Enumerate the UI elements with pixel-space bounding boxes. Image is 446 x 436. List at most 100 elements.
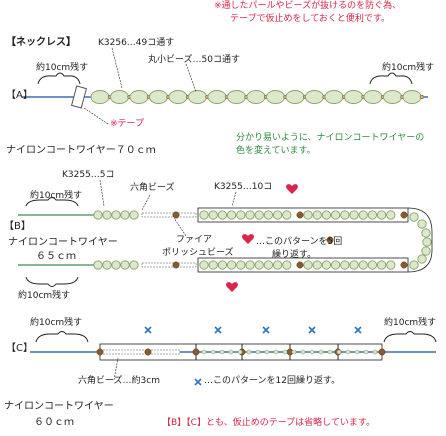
label-k3256: K3256…49コ通す — [98, 38, 175, 48]
color-note-line1: 分かり易いように、ナイロンコートワイヤーの — [236, 133, 425, 143]
pearl-bead — [93, 210, 103, 220]
pearl-bead — [303, 210, 313, 220]
bracket-b-upper — [25, 197, 79, 207]
pearl-bead — [282, 260, 292, 270]
bracket-b-lower — [25, 276, 79, 287]
pearl-bead — [226, 260, 237, 270]
pearl-bead — [421, 228, 431, 238]
fire-polish-bead — [400, 211, 408, 219]
heart-icon — [286, 184, 298, 194]
label-c-right-10cm: 約10cm残す — [384, 318, 437, 328]
pearl-bead — [330, 210, 341, 220]
pearl-bead — [409, 212, 419, 222]
label-fire-line2: ポリッシュビーズ — [162, 248, 234, 258]
pearl-bead — [111, 260, 121, 270]
bracket-c-right — [383, 331, 437, 343]
pearl-bead — [402, 90, 422, 104]
label-a-right-10cm: 約10cm残す — [382, 63, 435, 73]
seed-bead — [219, 349, 225, 355]
bead-row-c — [96, 326, 386, 386]
hex-bead-run — [99, 349, 181, 355]
label-c-left-10cm: 約10cm残す — [30, 318, 83, 328]
pearl-bead — [340, 210, 350, 220]
pearl-bead — [102, 260, 112, 270]
pearl-bead — [312, 260, 322, 270]
fire-polish-bead — [144, 348, 152, 356]
hex-bead-run — [141, 212, 197, 218]
cross-mark-icon — [194, 378, 202, 386]
fire-polish-bead — [400, 261, 408, 269]
seed-bead — [363, 349, 369, 355]
pearl-bead — [263, 210, 274, 220]
pearl-bead — [90, 90, 110, 104]
note-top-line1: ※通したパールやビーズが抜けるのを防ぐ為、 — [214, 1, 402, 11]
pearl-bead — [272, 260, 283, 270]
pearl-bead — [349, 260, 359, 270]
pearl-bead — [349, 210, 359, 220]
fire-polish-bead — [96, 348, 104, 356]
fire-polish-bead — [172, 211, 180, 219]
label-b-wire-line1: ナイロンコートワイヤー — [8, 237, 118, 248]
seed-bead — [210, 349, 216, 355]
label-repeat-line1: …このパターンを5回 — [256, 237, 343, 247]
pearl-bead — [321, 260, 332, 270]
pearl-bead — [149, 90, 168, 104]
pearl-bead — [254, 210, 264, 220]
seed-bead — [354, 349, 360, 355]
pearl-bead — [208, 210, 218, 220]
pearl-bead — [282, 210, 292, 220]
label-c-repeat: …このパターンを12回繰り返す。 — [204, 376, 341, 386]
label-hex-3cm: 六角ビーズ…約3cm — [78, 376, 160, 386]
pearl-bead — [254, 260, 264, 270]
fire-polish-bead — [172, 261, 180, 269]
pearl-bead — [129, 210, 139, 220]
pearl-bead — [376, 260, 387, 270]
pearl-bead — [199, 210, 209, 220]
label-hex-b: 六角ビーズ — [130, 183, 175, 193]
tape-leader — [83, 107, 109, 125]
seed-bead — [228, 349, 234, 355]
leader-k3255-10 — [231, 191, 237, 207]
pearl-bead — [324, 90, 344, 104]
label-c-wire-line1: ナイロンコートワイヤー — [4, 401, 114, 412]
pearl-bead — [110, 90, 129, 104]
bracket-a-right — [369, 72, 413, 85]
tape-icon — [70, 85, 88, 109]
fire-polish-bead — [296, 261, 304, 269]
seed-bead — [237, 349, 243, 355]
label-b-wire-line2: ６５ｃｍ — [36, 251, 76, 262]
pearl-bead — [285, 90, 305, 104]
pearl-bead — [421, 246, 431, 256]
seed-bead — [246, 349, 252, 355]
pearl-bead — [272, 210, 283, 220]
pearl-bead — [217, 260, 228, 270]
pearl-bead — [363, 90, 383, 104]
pattern-box-upper — [197, 207, 409, 223]
seed-bead — [291, 349, 297, 355]
seed-bead — [300, 349, 306, 355]
pearl-bead — [266, 90, 285, 104]
pattern-box-lower — [197, 257, 409, 273]
cross-mark-icon — [144, 326, 152, 334]
pearl-bead — [409, 260, 419, 270]
label-a-wire: ナイロンコートワイヤー７０ｃｍ — [6, 145, 156, 156]
pearl-bead — [217, 210, 228, 220]
pearl-bead — [386, 210, 396, 220]
seed-bead — [273, 349, 279, 355]
pearl-bead — [330, 260, 341, 270]
pearl-bead — [93, 260, 103, 270]
pearl-bead — [321, 210, 332, 220]
pearl-bead — [344, 90, 363, 104]
label-c-wire-line2: ６０ｃｍ — [34, 417, 74, 428]
section-a-art — [22, 47, 428, 125]
seed-bead — [282, 349, 288, 355]
pearl-bead — [129, 90, 149, 104]
pearl-bead — [236, 210, 246, 220]
seed-bead — [336, 349, 342, 355]
fire-polish-bead — [296, 211, 304, 219]
footer-note: 【B】【C】とも、仮止めのテープは省略しています。 — [162, 418, 375, 428]
pearl-bead — [358, 260, 368, 270]
bracket-a-left — [37, 72, 81, 85]
pearl-bead — [340, 260, 350, 270]
